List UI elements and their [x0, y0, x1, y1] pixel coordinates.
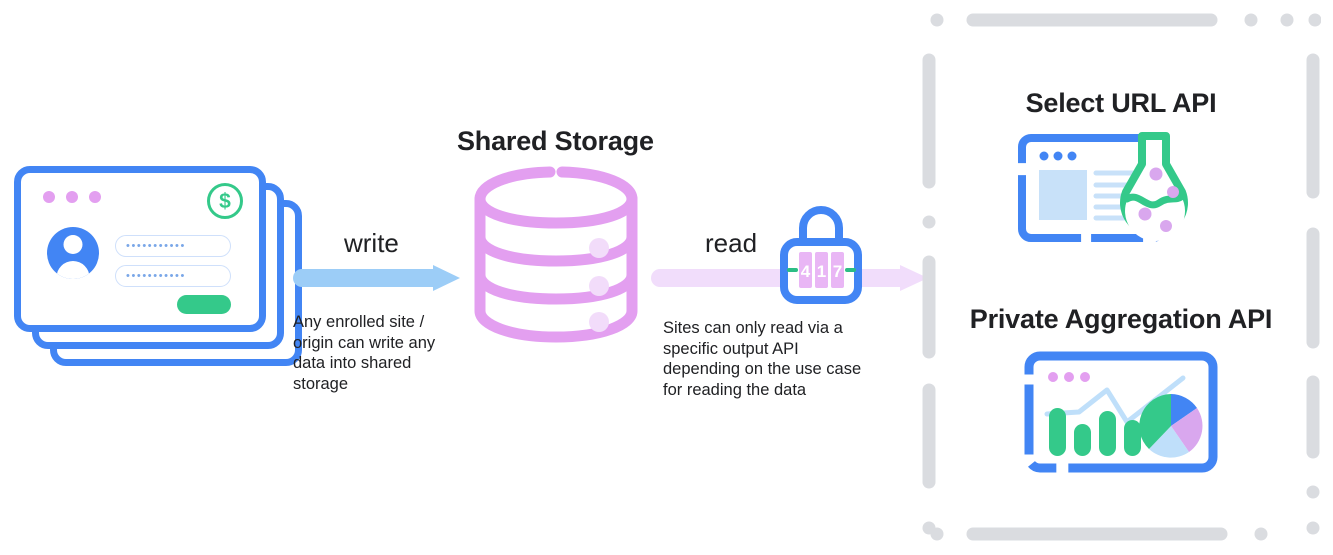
read-label: read — [705, 228, 758, 258]
password-field-1[interactable]: ••••••••••• — [115, 235, 231, 257]
write-caption: Any enrolled site / origin can write any… — [293, 313, 436, 393]
shared-storage-title: Shared Storage — [457, 126, 654, 156]
database-cylinder-icon — [468, 165, 644, 345]
output-apis-panel: Select URL API Private Aggregation API — [921, 12, 1321, 542]
submit-button[interactable] — [177, 295, 231, 314]
select-url-api-title: Select URL API — [1025, 88, 1217, 118]
avatar — [47, 227, 99, 279]
svg-text:1: 1 — [817, 262, 826, 281]
svg-text:7: 7 — [833, 262, 842, 281]
read-caption: Sites can only read via a specific outpu… — [663, 319, 862, 399]
browser-window-with-flask-icon — [921, 130, 1321, 250]
svg-text:4: 4 — [801, 262, 811, 281]
dashboard-charts-icon — [921, 350, 1321, 474]
site-card-front: $ ••••••••••• ••••••••••• — [14, 166, 266, 332]
private-aggregation-api-title: Private Aggregation API — [969, 304, 1273, 334]
dashed-panel-border — [922, 13, 1321, 541]
write-label: write — [344, 228, 399, 258]
window-dots-icon — [43, 191, 101, 203]
write-arrow — [293, 265, 460, 291]
password-field-2[interactable]: ••••••••••• — [115, 265, 231, 287]
enrolled-site-cards: $ ••••••••••• ••••••••••• — [14, 166, 304, 366]
currency-badge-icon: $ — [207, 183, 243, 219]
